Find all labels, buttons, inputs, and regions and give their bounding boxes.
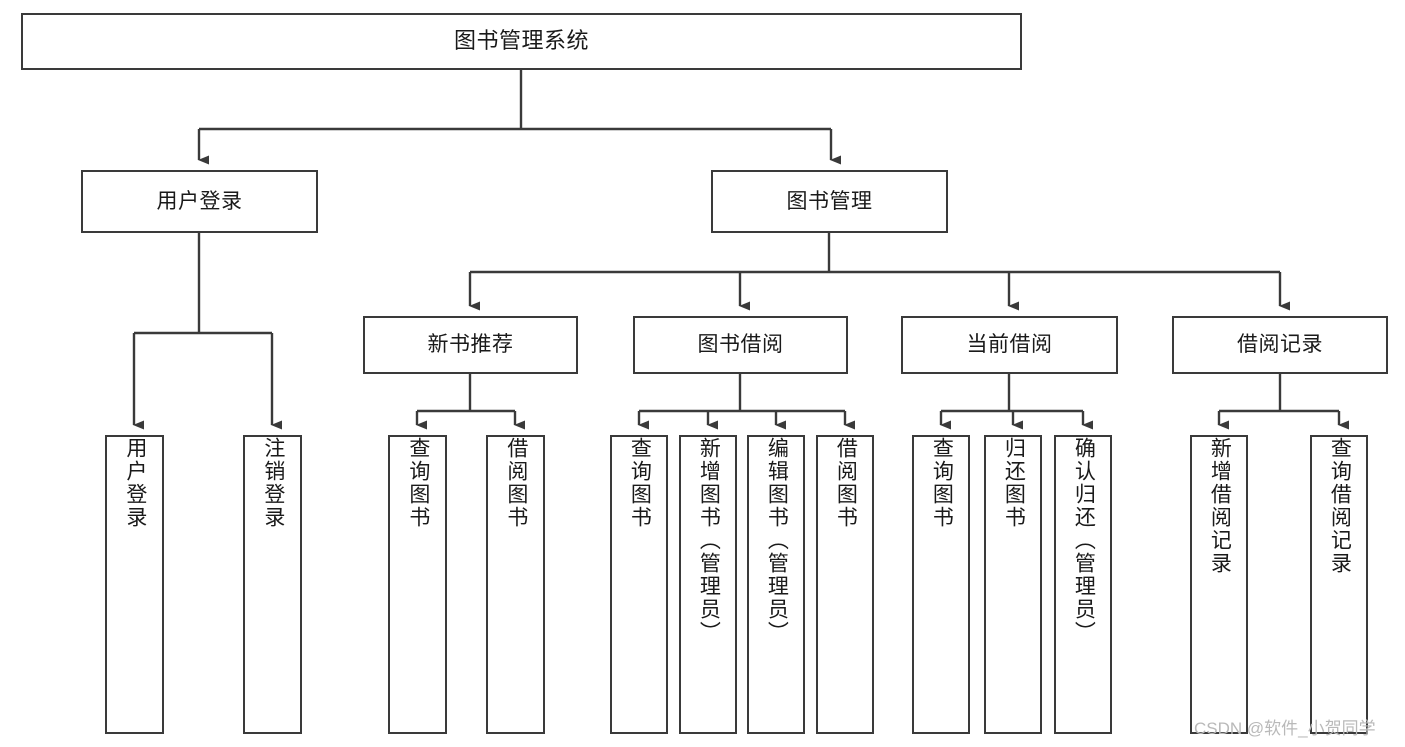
- node-leaf-cur-query-book-label: 查询图书: [930, 437, 954, 529]
- node-leaf-cur-query-book[interactable]: 查询图书: [912, 435, 970, 734]
- node-borrow-record-label: 借阅记录: [1237, 333, 1323, 357]
- node-leaf-confirm-return[interactable]: 确认归还（管理员）: [1054, 435, 1112, 734]
- node-leaf-user-login[interactable]: 用户登录: [105, 435, 164, 734]
- node-leaf-rec-borrow-book[interactable]: 借阅图书: [486, 435, 545, 734]
- node-leaf-rec-query-book-label: 查询图书: [406, 437, 430, 529]
- node-leaf-user-logout[interactable]: 注销登录: [243, 435, 302, 734]
- node-root[interactable]: 图书管理系统: [21, 13, 1022, 70]
- csdn-watermark: CSDN @软件_小贺同学: [1194, 719, 1376, 738]
- node-book-borrow[interactable]: 图书借阅: [633, 316, 848, 374]
- node-new-book-rec[interactable]: 新书推荐: [363, 316, 578, 374]
- node-leaf-rec-query-book[interactable]: 查询图书: [388, 435, 447, 734]
- node-book-manage[interactable]: 图书管理: [711, 170, 948, 233]
- node-leaf-borrow-book-label: 借阅图书: [834, 437, 858, 529]
- node-leaf-borrow-query-book[interactable]: 查询图书: [610, 435, 668, 734]
- node-leaf-add-record[interactable]: 新增借阅记录: [1190, 435, 1248, 734]
- node-leaf-edit-book[interactable]: 编辑图书（管理员）: [747, 435, 805, 734]
- node-leaf-add-book[interactable]: 新增图书（管理员）: [679, 435, 737, 734]
- node-book-borrow-label: 图书借阅: [697, 333, 784, 357]
- node-leaf-query-record[interactable]: 查询借阅记录: [1310, 435, 1368, 734]
- node-root-label: 图书管理系统: [453, 28, 589, 54]
- node-leaf-user-logout-label: 注销登录: [261, 437, 285, 529]
- node-leaf-rec-borrow-book-label: 借阅图书: [504, 437, 528, 529]
- node-book-manage-label: 图书管理: [786, 189, 873, 213]
- node-leaf-return-book[interactable]: 归还图书: [984, 435, 1042, 734]
- node-leaf-return-book-label: 归还图书: [1002, 437, 1026, 529]
- node-leaf-query-record-label: 查询借阅记录: [1328, 437, 1352, 575]
- node-leaf-borrow-book[interactable]: 借阅图书: [816, 435, 874, 734]
- node-leaf-edit-book-label: 编辑图书（管理员）: [765, 437, 789, 644]
- node-leaf-confirm-return-label: 确认归还（管理员）: [1072, 437, 1096, 644]
- node-leaf-add-record-label: 新增借阅记录: [1208, 437, 1232, 575]
- node-current-borrow[interactable]: 当前借阅: [901, 316, 1118, 374]
- node-user-login-label: 用户登录: [156, 189, 243, 213]
- node-borrow-record[interactable]: 借阅记录: [1172, 316, 1388, 374]
- node-leaf-user-login-label: 用户登录: [123, 437, 147, 529]
- node-leaf-borrow-query-book-label: 查询图书: [628, 437, 652, 529]
- node-leaf-add-book-label: 新增图书（管理员）: [697, 437, 721, 644]
- node-current-borrow-label: 当前借阅: [966, 333, 1053, 357]
- node-new-book-rec-label: 新书推荐: [427, 333, 514, 357]
- node-user-login[interactable]: 用户登录: [81, 170, 318, 233]
